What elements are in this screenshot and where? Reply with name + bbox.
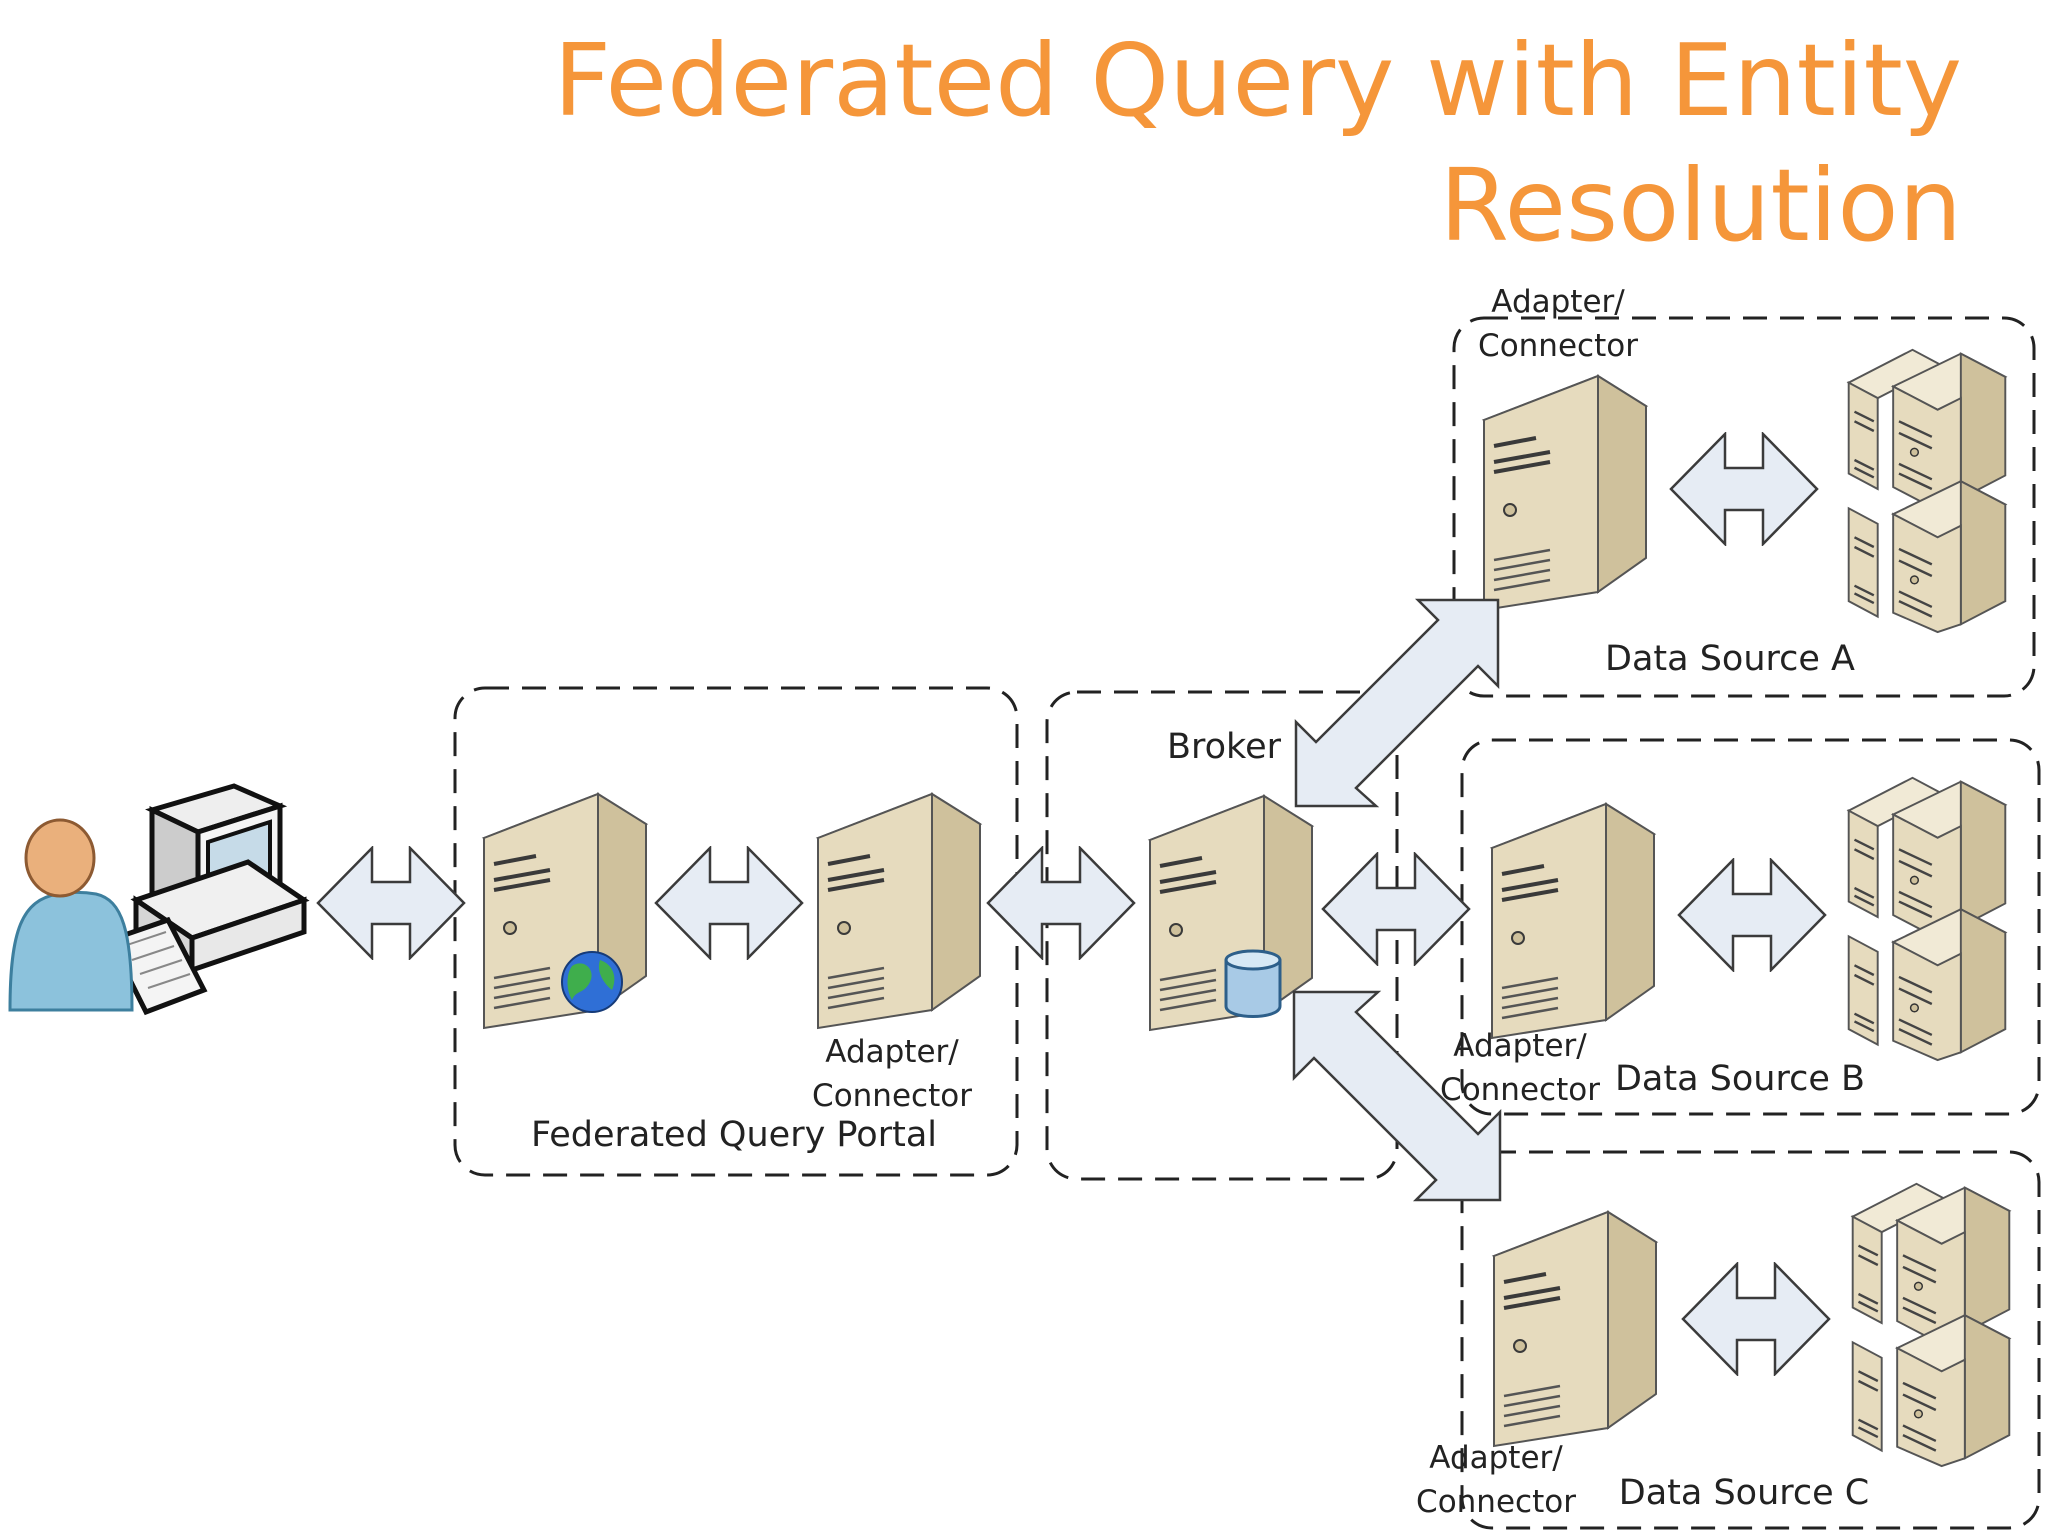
portal-adapter-double-arrow-icon	[654, 846, 804, 960]
broker-source-c-double-arrow-icon	[1292, 990, 1502, 1202]
source-c-adapter-server-icon	[1492, 1210, 1658, 1448]
source-a-adapter-server-icon	[1482, 374, 1648, 612]
broker-label: Broker	[1167, 727, 1282, 767]
portal-adapter-label-line-1: Adapter/	[825, 1034, 959, 1070]
globe-icon	[561, 951, 623, 1013]
source-a-double-arrow-icon	[1669, 432, 1819, 546]
title-line-1: Federated Query with Entity	[553, 22, 1962, 139]
database-cylinder-icon	[1224, 949, 1282, 1018]
source-b-adapter-label-line-1: Adapter/	[1453, 1028, 1587, 1064]
source-a-adapter-label-line-1: Adapter/	[1491, 284, 1625, 320]
source-a-adapter-label-line-2: Connector	[1478, 328, 1638, 364]
source-c-server-cluster-icon	[1851, 1182, 2011, 1468]
source-b-group-box	[1460, 738, 2041, 1116]
source-a-server-cluster-icon	[1847, 348, 2007, 634]
broker-source-a-double-arrow-icon	[1294, 598, 1500, 808]
portal-label: Federated Query Portal	[531, 1115, 937, 1155]
desktop-computer-icon	[106, 783, 310, 1016]
source-c-label: Data Source C	[1619, 1473, 1869, 1513]
source-c-group-box	[1460, 1150, 2041, 1530]
source-b-label: Data Source B	[1615, 1059, 1865, 1099]
title-line-2: Resolution	[1439, 147, 1962, 264]
portal-adapter-server-icon	[816, 792, 982, 1030]
source-c-adapter-label-line-2: Connector	[1416, 1484, 1576, 1520]
source-a-group-box	[1452, 316, 2036, 698]
source-a-label: Data Source A	[1605, 639, 1855, 679]
source-c-adapter-label-line-1: Adapter/	[1429, 1440, 1563, 1476]
portal-broker-double-arrow-icon	[986, 846, 1136, 960]
source-c-double-arrow-icon	[1681, 1262, 1831, 1376]
source-b-server-cluster-icon	[1847, 776, 2007, 1062]
source-b-double-arrow-icon	[1677, 858, 1827, 972]
source-b-adapter-label-line-2: Connector	[1440, 1072, 1600, 1108]
user-icon	[8, 818, 134, 1012]
source-b-adapter-server-icon	[1490, 802, 1656, 1040]
user-portal-double-arrow-icon	[316, 846, 466, 960]
portal-adapter-label-line-2: Connector	[812, 1078, 972, 1114]
